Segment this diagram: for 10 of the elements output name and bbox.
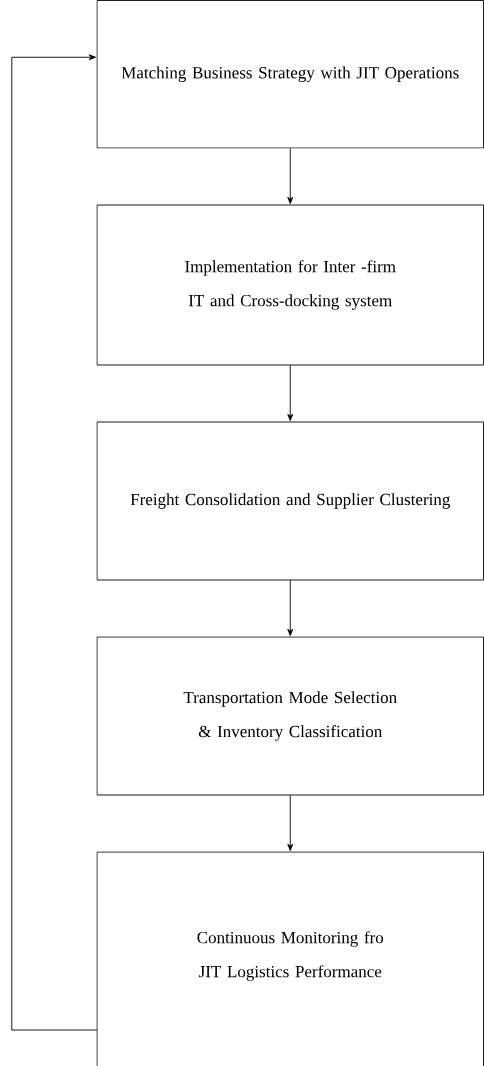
process-box: Continuous Monitoring fro JIT Logistics Performance [96, 851, 484, 1066]
arrow [287, 364, 294, 421]
process-box: Matching Business Strategy with JIT Operations [96, 0, 484, 149]
arrow [287, 579, 294, 637]
process-box: Freight Consolidation and Supplier Clustering [96, 421, 484, 581]
process-box: Implementation for Inter -firm IT and Cross-docking system [96, 204, 484, 366]
arrow [287, 794, 294, 851]
arrow [11, 54, 98, 1031]
process-box: Transportation Mode Selection & Inventory Classification [96, 636, 484, 796]
arrow [287, 147, 294, 204]
